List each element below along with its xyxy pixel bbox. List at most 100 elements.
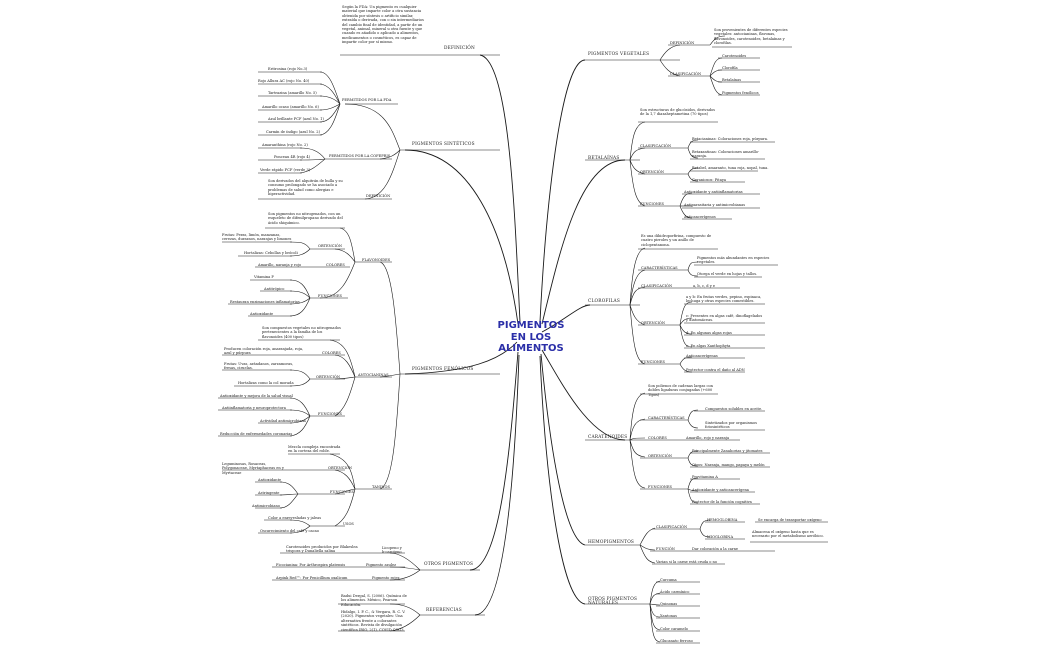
clo-obtencion-node[interactable]: OBTENCIÓN <box>641 321 666 325</box>
car-obtencion-a: Principalmente Zanahorias y jitomates <box>692 449 763 453</box>
car-obtencion-node[interactable]: OBTENCIÓN <box>648 454 673 458</box>
anto-colores-node[interactable]: COLORES <box>322 351 341 355</box>
hemopigmentos-node[interactable]: HEMOPIGMENTOS <box>588 540 635 545</box>
car-colores-node[interactable]: COLORES <box>648 436 667 440</box>
flav-funcion-item: Antioxidante <box>250 312 274 316</box>
car-funcion-item: Provitamina A <box>692 475 718 479</box>
tan-obtencion-text: Leguminosas, Rosaceas, Polygonaceae, Myr… <box>222 462 284 475</box>
veg-definicion-node[interactable]: DEFINICIÓN <box>670 41 695 45</box>
betalainas-node[interactable]: BETALAÍNAS <box>588 156 620 161</box>
hemo-clasif-node[interactable]: CLASIFICACIÓN <box>656 525 688 529</box>
bet-obtencion-b: Geraniosos: Pitaya <box>692 178 727 182</box>
tan-funcion-item: Antioxidante <box>258 478 282 482</box>
car-caract-node[interactable]: CARACTERÍSTICAS <box>648 416 685 420</box>
veg-clasif-item: Pigmentos fenólicos <box>722 91 759 95</box>
referencia-item: Badui Dergal, S. (2006). Química de los … <box>341 594 407 607</box>
veg-clasif-item: Clorofila <box>722 66 738 70</box>
fenolicos-node[interactable]: PIGMENTOS FENÓLICOS <box>412 367 474 372</box>
sinteticos-def-node[interactable]: DEFINICIÓN <box>366 194 391 198</box>
flavonoides-node[interactable]: FLAVONOIDES <box>362 258 391 262</box>
bet-funciones-node[interactable]: FUNCIONES <box>640 202 665 206</box>
central-topic[interactable]: PIGMENTOS EN LOS ALIMENTOS <box>491 320 571 355</box>
natural-item: Xantonas <box>660 614 677 618</box>
flav-funcion-item: Vitamina P <box>254 275 274 279</box>
clo-funciones-node[interactable]: FUNCIONES <box>641 360 666 364</box>
bet-funcion-item: Antioxidante y antiinflamatorias <box>684 190 743 194</box>
fda-item: Azul brillante FCF (azul No. 1) <box>268 117 324 121</box>
otros-item-a: Ficocianina: Por Arthrospira platensis <box>276 563 346 567</box>
otros-item-b: Pigmento rojez <box>372 576 400 580</box>
vegetales-node[interactable]: PIGMENTOS VEGETALES <box>588 52 650 57</box>
clo-funcion-item: Anticancerígenas <box>686 354 718 358</box>
bet-funcion-item: Antiparasitaria y antimicrobianas <box>684 203 746 207</box>
anto-obtencion-node[interactable]: OBTENCIÓN <box>316 375 341 379</box>
anto-obtencion-b: Hortalizas como la col morada <box>238 381 294 385</box>
hemoglobina-text: Se encarga de transportar oxígeno <box>758 518 822 522</box>
otros-naturales-node[interactable]: OTROS PIGMENTOS NATURALES <box>588 597 638 607</box>
definicion-text: Según la FDA: Un pigmento es cualquier m… <box>342 5 424 45</box>
car-funcion-item: Protector de la función cognitiva <box>692 500 752 504</box>
otros-pigmentos-node[interactable]: OTROS PIGMENTOS <box>424 562 474 567</box>
bet-clasif-b: Betaxantinas: Coloraciones amarillo-nara… <box>692 150 760 159</box>
car-funciones-node[interactable]: FUNCIONES <box>648 485 673 489</box>
anto-obtencion-a: Frutas: Uvas, arándanos, zarzamoras, fre… <box>224 362 294 371</box>
bet-clasif-a: Betacianinas: Coloraciones roja, púrpura… <box>692 137 768 141</box>
definicion-node[interactable]: DEFINICIÓN <box>444 46 475 51</box>
anto-colores-text: Producen coloración roja, anaranjada, ro… <box>224 347 304 356</box>
natural-item: Ácido carmínico <box>660 590 690 594</box>
flav-colores-node[interactable]: COLORES <box>326 263 345 267</box>
flav-funciones-node[interactable]: FUNCIONES <box>318 294 343 298</box>
clorofilas-node[interactable]: CLOROFILAS <box>588 299 621 304</box>
cofepris-item: Ponceau 4R (rojo 4) <box>274 155 311 159</box>
taninos-text: Mezcla compleja encontrada en la corteza… <box>288 445 341 454</box>
car-funcion-item: Antioxidante y anticancerígena <box>692 488 749 492</box>
fda-node[interactable]: PERMITIDOS POR LA FDA <box>342 98 392 102</box>
caratenoides-node[interactable]: CARATENOIDES <box>588 435 628 440</box>
tan-obtencion-node[interactable]: OBTENCIÓN <box>328 466 353 470</box>
veg-definicion-text: Son provenientes de diferentes especies … <box>714 28 788 46</box>
hemoglobina-node[interactable]: HEMOGLOBINA <box>707 518 738 522</box>
anto-funcion-item: Actividad antimicrobiana <box>260 419 306 423</box>
cofepris-item: Verde rápido FCF (verde 3) <box>260 168 311 172</box>
antocianinas-node[interactable]: ANTOCIANINAS <box>358 373 389 377</box>
hemo-funcion-node[interactable]: FUNCIÓN <box>656 547 675 551</box>
fda-item: Carmín de índigo (azul No. 2) <box>266 130 320 134</box>
car-caract-b: Sintetizados por organismos fotosintétic… <box>705 421 757 430</box>
anto-funciones-node[interactable]: FUNCIONES <box>318 412 343 416</box>
clo-obtencion-item: a y b: En frutas verdes, pepino, espinac… <box>686 295 762 304</box>
cofepris-node[interactable]: PERMITIDOS POR LA COFEPRIS <box>329 154 391 158</box>
anto-funcion-item: Antioxidante y mejora de la salud visual <box>220 394 293 398</box>
clo-obtencion-item: d: En algunas algas rojas <box>686 331 732 335</box>
clo-caract-a: Pigmentos más abundantes en especies veg… <box>697 256 770 265</box>
tan-funciones-node[interactable]: FUNCIONES <box>330 490 355 494</box>
clorofilas-text: Es una dihidroporfirina, compuesto de cu… <box>641 234 712 247</box>
clo-caract-b: Otorga el verde en hojas y tallos. <box>697 272 758 276</box>
flav-colores-text: Amarillo, naranja y rojo <box>258 263 302 267</box>
hemo-funcion-text: Dar coloración a la carne <box>692 547 739 551</box>
caratenoides-text: Son polienos de cadenas largas con doble… <box>648 384 713 397</box>
tan-usos-node[interactable]: USOS <box>343 522 354 526</box>
natural-item: Color caramelo <box>660 627 688 631</box>
sinteticos-node[interactable]: PIGMENTOS SINTÉTICOS <box>412 142 475 147</box>
flav-obtencion-node[interactable]: OBTENCIÓN <box>318 244 343 248</box>
bet-funcion-item: Anticancerígenos <box>684 215 716 219</box>
fda-item: Eritrosina (rojo No.3) <box>268 67 308 71</box>
car-caract-a: Compuestos solubles en aceite. <box>705 407 763 411</box>
otros-item-a: Arpink Red™: Por Penicillium oxalicum <box>276 576 348 580</box>
anto-funcion-item: Reducción de enfermedades coronarias <box>220 432 293 436</box>
otros-item-b: Licopeno y b-caroteno <box>382 546 402 555</box>
bet-clasif-node[interactable]: CLASIFICACIÓN <box>640 144 672 148</box>
bet-obtencion-node[interactable]: OBTENCIÓN <box>640 170 665 174</box>
flavonoides-text: Son pigmentos no nitrogenados, con un es… <box>268 212 343 225</box>
clo-funcion-item: Protector contra el daño al ADN <box>686 368 745 372</box>
clo-caract-node[interactable]: CARACTERÍSTICAS <box>641 266 678 270</box>
clo-clasif-node[interactable]: CLASIFICACIÓN <box>641 284 673 288</box>
referencias-node[interactable]: REFERENCIAS <box>426 608 462 613</box>
veg-clasif-node[interactable]: CLASIFICACIÓN <box>670 72 702 76</box>
flav-funcion-item: Restauran enzimaciones inflamatorias <box>230 300 300 304</box>
mioglobina-node[interactable]: MIOGLOBINA <box>707 535 734 539</box>
taninos-node[interactable]: TANINOS <box>372 485 390 489</box>
natural-item: Curcuma <box>660 578 677 582</box>
central-topic-line-1: PIGMENTOS <box>497 320 565 331</box>
flav-obtencion-a: Frutas: Peras, limón, manzanas, cerezas,… <box>222 233 292 242</box>
